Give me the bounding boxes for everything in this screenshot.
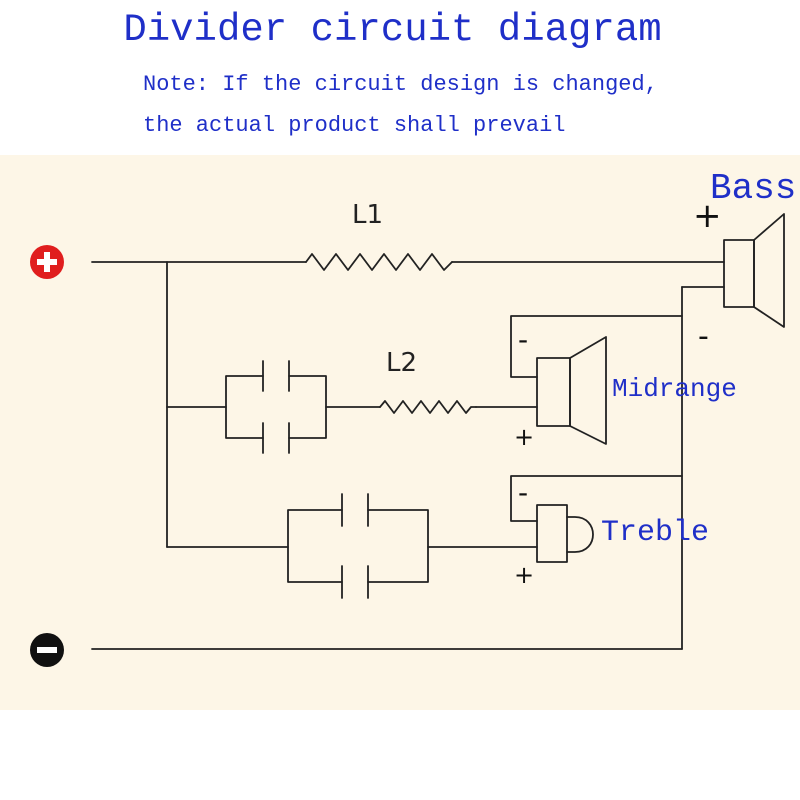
midrange-speaker-symbol <box>536 336 607 445</box>
negative-rail-wire <box>91 286 725 650</box>
midrange-minus-sign: - <box>518 323 529 356</box>
midrange-plus-sign: + <box>514 423 535 451</box>
note-line-1: Note: If the circuit design is changed, <box>143 72 658 97</box>
inductor-l2 <box>379 400 477 414</box>
midrange-label: Midrange <box>612 374 737 404</box>
note-line-2: the actual product shall prevail <box>143 113 566 138</box>
inductor-l1 <box>305 253 453 271</box>
inductor-l2-label: L2 <box>386 348 418 378</box>
capacitor-bank-midrange <box>225 360 327 454</box>
negative-terminal-icon <box>30 633 64 667</box>
positive-terminal-icon <box>30 245 64 279</box>
treble-minus-sign: - <box>518 476 529 509</box>
bass-plus-sign: + <box>693 196 722 236</box>
circuit-board <box>0 155 800 710</box>
diagram-title: Divider circuit diagram <box>123 8 662 52</box>
capacitor-bank-treble <box>287 493 429 599</box>
treble-label: Treble <box>601 516 710 550</box>
bass-label: Bass <box>710 168 797 209</box>
bass-minus-sign: - <box>698 319 709 354</box>
bass-speaker-symbol <box>723 213 785 328</box>
treble-plus-sign: + <box>514 561 535 589</box>
inductor-l1-label: L1 <box>352 200 384 230</box>
treble-branch-wire <box>166 475 683 548</box>
positive-rail-wire <box>91 261 725 548</box>
treble-speaker-symbol <box>536 504 594 563</box>
midrange-branch-wire <box>166 315 683 408</box>
